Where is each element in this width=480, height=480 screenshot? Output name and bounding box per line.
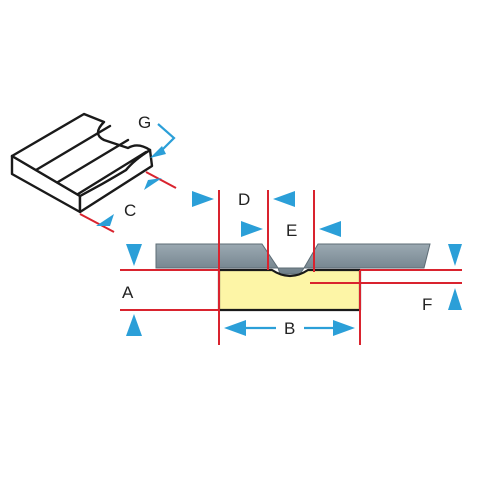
label-f: F	[422, 295, 432, 314]
dimension-arrows	[126, 191, 462, 336]
label-g: G	[138, 113, 151, 132]
b-arrow-right	[333, 320, 355, 336]
d-arrow-left	[273, 191, 295, 207]
dimension-lines	[120, 190, 462, 345]
c-extension-line-1	[79, 213, 115, 233]
g-arrow	[150, 146, 166, 158]
a-arrow-up	[126, 314, 142, 336]
label-d: D	[238, 190, 250, 209]
label-a: A	[122, 283, 134, 302]
a-arrow-down	[126, 244, 142, 266]
e-arrow-right	[241, 221, 263, 237]
label-b: B	[284, 319, 295, 338]
f-arrow-up	[448, 288, 462, 310]
forming-tool	[155, 243, 431, 275]
label-c: C	[124, 201, 136, 220]
g-pointer-line	[157, 123, 176, 151]
grooved-block-3d	[10, 112, 154, 214]
c-arrow-left	[96, 214, 114, 226]
c-extension-line-2	[145, 171, 177, 189]
d-arrow-right	[192, 191, 214, 207]
f-arrow-down	[448, 244, 462, 266]
block-groove-1	[34, 124, 112, 172]
block-groove-3	[76, 150, 148, 196]
block-groove-2	[56, 138, 130, 184]
c-arrow-right	[144, 178, 162, 190]
b-arrow-left	[224, 320, 246, 336]
workpiece	[217, 268, 362, 312]
e-arrow-left	[319, 221, 341, 237]
label-e: E	[286, 221, 297, 240]
